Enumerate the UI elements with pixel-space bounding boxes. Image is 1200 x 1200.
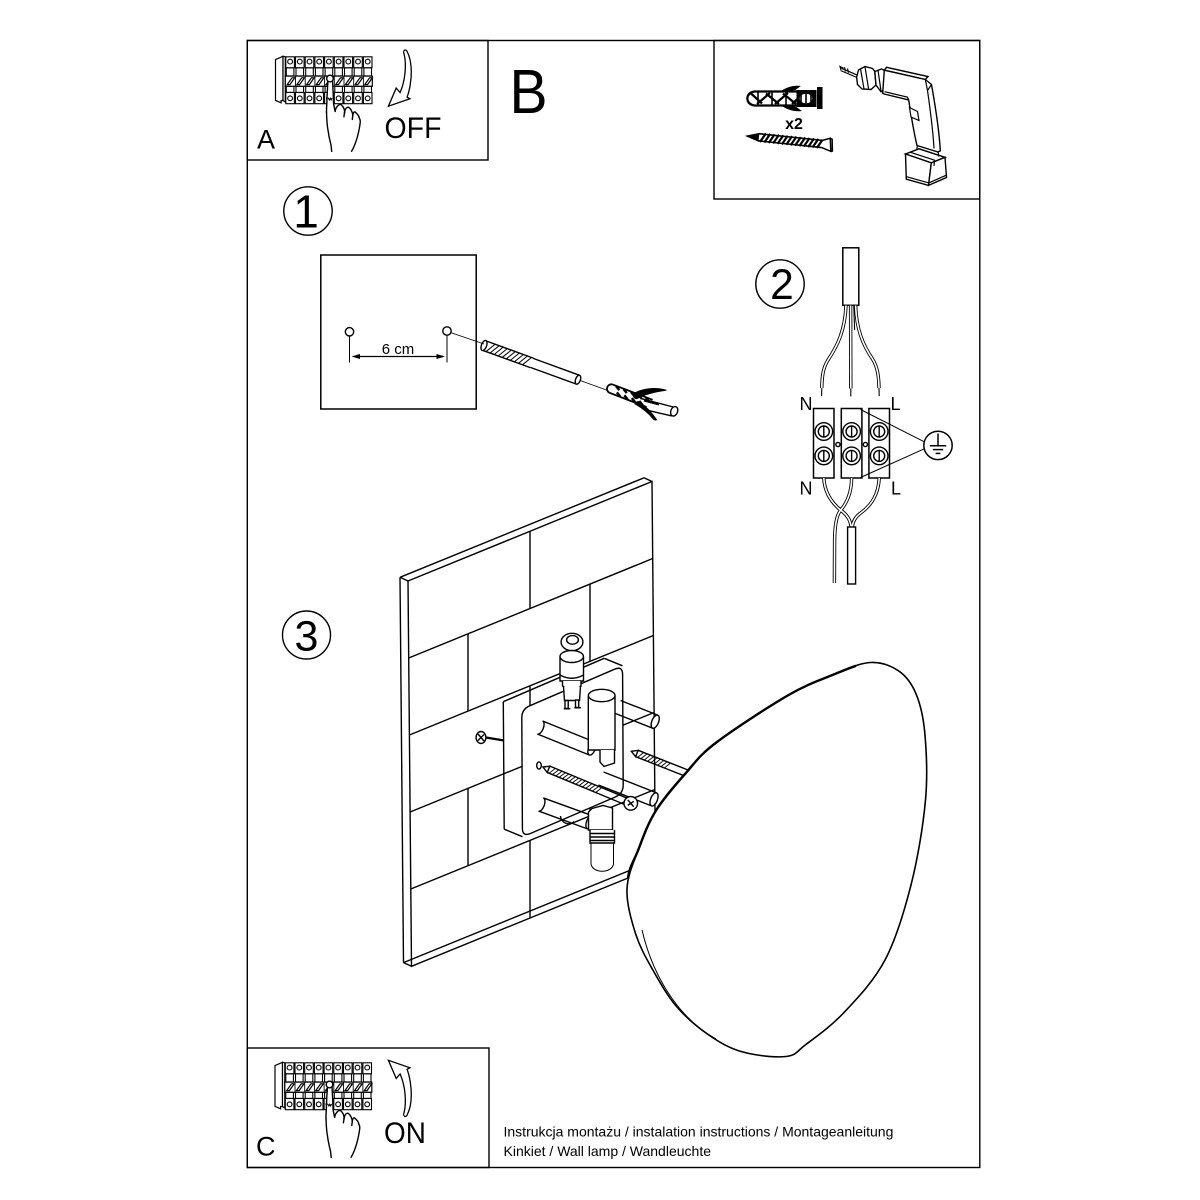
svg-text:N: N — [800, 394, 813, 414]
svg-text:ON: ON — [384, 1117, 426, 1150]
svg-text:B: B — [510, 57, 548, 127]
svg-text:Instrukcja montażu / instalati: Instrukcja montażu / instalation instruc… — [504, 1123, 894, 1139]
svg-text:6 cm: 6 cm — [382, 341, 415, 358]
svg-text:OFF: OFF — [385, 112, 442, 145]
svg-text:Kinkiet / Wall lamp / Wandleuc: Kinkiet / Wall lamp / Wandleuchte — [504, 1143, 712, 1159]
svg-text:C: C — [256, 1132, 276, 1162]
svg-text:N: N — [800, 479, 813, 499]
svg-text:2: 2 — [770, 262, 794, 309]
svg-text:x2: x2 — [785, 116, 803, 133]
svg-text:L: L — [890, 394, 900, 414]
svg-text:1: 1 — [293, 185, 319, 237]
svg-text:A: A — [257, 125, 275, 155]
svg-text:L: L — [891, 479, 901, 499]
svg-text:3: 3 — [295, 613, 319, 661]
